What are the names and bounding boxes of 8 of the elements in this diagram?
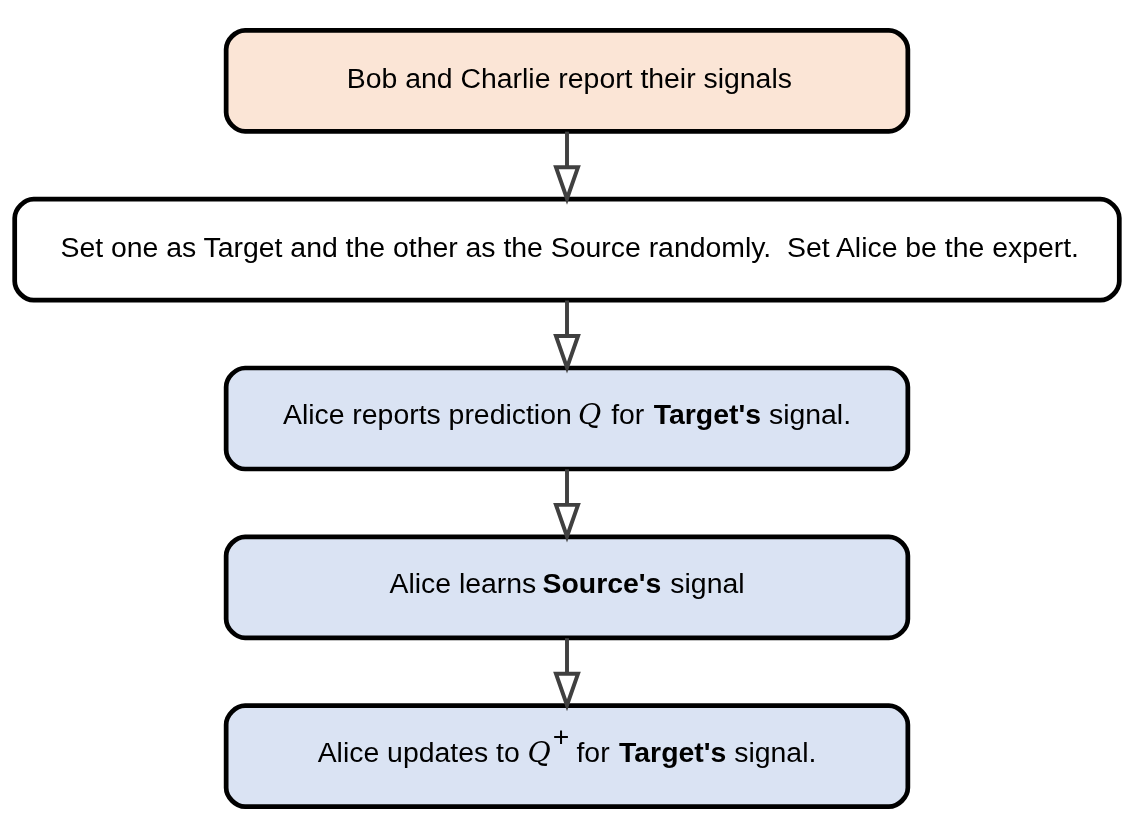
arrow xyxy=(553,300,581,374)
node-box: Alice reports prediction Q for Target's signal. xyxy=(223,365,911,472)
node-box: Bob and Charlie report their signals xyxy=(223,27,911,134)
arrow xyxy=(553,638,581,712)
node-box: Set one as Target and the other as the Source randomly. Set Alice be the expert. xyxy=(12,196,1122,303)
node-box: Alice learns Source's signal xyxy=(223,534,911,641)
arrow xyxy=(553,131,581,205)
arrow xyxy=(553,469,581,543)
